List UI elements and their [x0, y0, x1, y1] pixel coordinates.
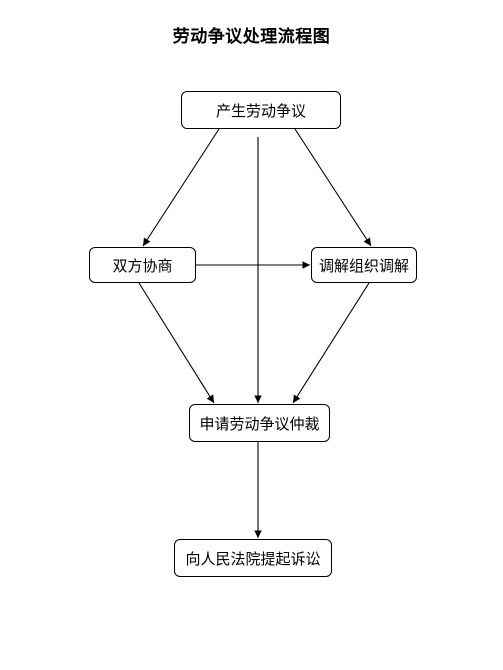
node-litigation-label: 向人民法院提起诉讼	[185, 549, 321, 568]
node-arbitration-label: 申请劳动争议仲裁	[199, 414, 320, 433]
arrow-start-to-mediation	[294, 128, 372, 247]
node-negotiation: 双方协商	[89, 247, 196, 283]
node-dispute-arises-label: 产生劳动争议	[215, 101, 306, 120]
node-litigation: 向人民法院提起诉讼	[174, 539, 332, 577]
node-negotiation-label: 双方协商	[112, 256, 173, 275]
node-mediation: 调解组织调解	[311, 247, 417, 283]
arrow-negotiation-to-arbitration	[138, 282, 215, 404]
arrow-start-to-negotiation	[142, 128, 220, 247]
node-mediation-label: 调解组织调解	[318, 256, 409, 275]
arrow-mediation-to-arbitration	[292, 282, 370, 404]
node-arbitration: 申请劳动争议仲裁	[189, 404, 330, 442]
diagram-title: 劳动争议处理流程图	[172, 27, 331, 47]
node-dispute-arises: 产生劳动争议	[181, 91, 341, 129]
